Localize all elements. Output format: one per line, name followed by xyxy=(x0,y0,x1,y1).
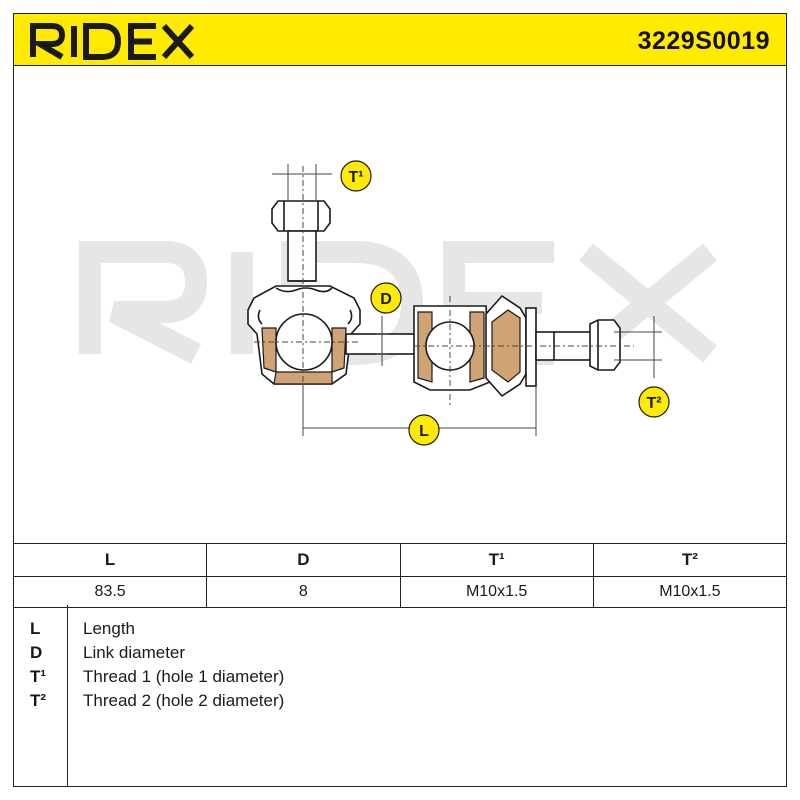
part-number: 3229S0019 xyxy=(637,27,770,55)
callout-l: L xyxy=(408,414,440,446)
value-d: 8 xyxy=(206,576,401,608)
spec-table-header: L D T¹ T² xyxy=(12,543,788,577)
callout-t2-label: T² xyxy=(646,395,661,412)
legend-key: D xyxy=(30,643,43,662)
header-bar: 3229S0019 xyxy=(13,13,787,66)
callout-l-label: L xyxy=(419,423,429,440)
legend: L Length D Link diameter T¹ Thread 1 (ho… xyxy=(13,605,787,787)
callout-d: D xyxy=(370,282,402,314)
callout-t2: T² xyxy=(638,386,670,418)
callout-d-label: D xyxy=(380,291,392,308)
legend-desc: Thread 2 (hole 2 diameter) xyxy=(83,691,285,710)
callout-t1: T¹ xyxy=(340,160,372,192)
column-header-l: L xyxy=(12,543,208,577)
legend-desc: Link diameter xyxy=(83,643,186,662)
legend-desc: Length xyxy=(83,619,135,638)
legend-key: T¹ xyxy=(30,667,47,686)
column-header-t2: T² xyxy=(592,543,788,577)
technical-drawing: T¹ D T² L xyxy=(13,66,787,544)
part-outline xyxy=(247,200,621,398)
legend-desc: Thread 1 (hole 1 diameter) xyxy=(83,667,285,686)
value-t1: M10x1.5 xyxy=(399,576,594,608)
value-t2: M10x1.5 xyxy=(592,576,788,608)
legend-key: L xyxy=(30,619,41,638)
callout-t1-label: T¹ xyxy=(348,169,363,186)
legend-divider xyxy=(67,605,68,786)
ridex-logo xyxy=(29,23,195,60)
legend-key: T² xyxy=(30,691,47,710)
stabilizer-link-diagram: T¹ D T² L xyxy=(79,160,717,446)
value-l: 83.5 xyxy=(12,576,208,608)
column-header-t1: T¹ xyxy=(399,543,594,577)
spec-table: L D T¹ T² 83.5 8 M10x1.5 M10x1.5 xyxy=(12,543,788,608)
column-header-d: D xyxy=(206,543,401,577)
spec-table-row: 83.5 8 M10x1.5 M10x1.5 xyxy=(12,576,788,608)
